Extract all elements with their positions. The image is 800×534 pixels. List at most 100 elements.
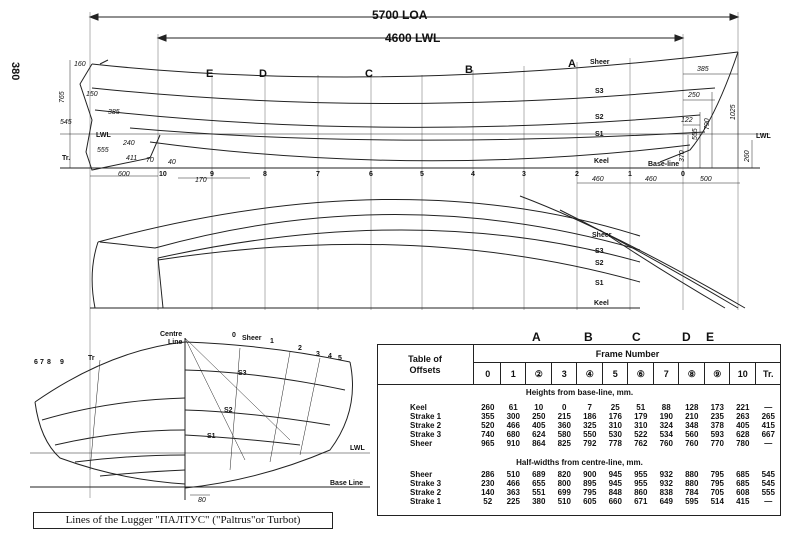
dim-80-label: 80 <box>198 497 206 504</box>
dim-385b-label: 385 <box>697 66 709 73</box>
halfwidths-title: Half-widths from centre-line, mm. <box>516 458 643 467</box>
body-2-label: 2 <box>298 345 302 352</box>
offset-cell: 534 <box>659 430 673 439</box>
offset-row-label: Keel <box>410 403 427 412</box>
frame-col-divider <box>652 363 654 385</box>
offset-cell: 235 <box>710 412 724 421</box>
body-s3-label: S3 <box>238 370 247 377</box>
station-4: 4 <box>471 171 475 178</box>
offset-cell: 325 <box>583 421 597 430</box>
body-section-fwd <box>184 361 353 489</box>
body-s3-left <box>41 397 186 421</box>
offset-cell: 530 <box>608 430 622 439</box>
offset-cell: 348 <box>685 421 699 430</box>
offset-cell: 0 <box>562 403 567 412</box>
station-3: 3 <box>522 171 526 178</box>
offset-cell: 955 <box>634 470 648 479</box>
offset-cell: 860 <box>634 488 648 497</box>
body-keel-left <box>99 469 186 477</box>
offset-cell: 910 <box>506 439 520 448</box>
s3-plan <box>99 214 641 251</box>
offset-cell: 190 <box>659 412 673 421</box>
station-7: 7 <box>316 171 320 178</box>
offset-cell: 795 <box>583 488 597 497</box>
offset-cell: 820 <box>557 470 571 479</box>
body-9-label: 9 <box>60 359 64 366</box>
frame-col-header: ④ <box>585 369 594 379</box>
s2-profile <box>94 109 701 128</box>
offset-row-label: Sheer <box>410 439 433 448</box>
offset-row-label: Strake 3 <box>410 479 442 488</box>
offset-cell: 61 <box>508 403 518 412</box>
body-4-label: 4 <box>328 353 332 360</box>
frame-col-divider <box>601 363 603 385</box>
offset-cell: 660 <box>608 497 622 506</box>
offset-cell: 778 <box>608 439 622 448</box>
station-letter-d: D <box>259 68 267 80</box>
tr-label: Tr. <box>62 155 70 162</box>
offset-cell: 671 <box>634 497 648 506</box>
offset-cell: 605 <box>583 497 597 506</box>
body-lwl-label: LWL <box>350 445 365 452</box>
offset-cell: 689 <box>532 470 546 479</box>
lwl-dim-label: 4600 LWL <box>385 31 440 45</box>
offset-row-label: Strake 1 <box>410 412 442 421</box>
offset-cell: 780 <box>736 439 750 448</box>
table-letter-a: A <box>532 330 541 344</box>
centre-line-label-1: Centre <box>160 331 182 338</box>
offset-cell: 514 <box>710 497 724 506</box>
page-number: 380 <box>9 62 21 80</box>
body-s2-right <box>184 409 331 426</box>
body-s2-left <box>54 429 186 446</box>
offset-cell: — <box>764 497 773 506</box>
offset-cell: 466 <box>506 421 520 430</box>
offset-cell: 760 <box>659 439 673 448</box>
offset-row-label: Strake 3 <box>410 430 442 439</box>
frame-col-header: ② <box>534 369 543 379</box>
table-letter-b: B <box>584 330 593 344</box>
station-1: 1 <box>628 171 632 178</box>
lwl-label-left: LWL <box>96 132 111 139</box>
s2-plan <box>157 229 641 263</box>
offset-cell: 360 <box>557 421 571 430</box>
offset-cell: 770 <box>710 439 724 448</box>
offset-cell: 215 <box>557 412 571 421</box>
station-letter-c: C <box>365 68 373 80</box>
offset-cell: 51 <box>636 403 646 412</box>
offset-cell: 415 <box>761 421 775 430</box>
stem-profile <box>659 51 739 163</box>
s1-profile <box>129 127 706 141</box>
s2-profile-label: S2 <box>595 114 604 121</box>
dim-122-label: 122 <box>681 117 693 124</box>
offset-cell: 965 <box>481 439 495 448</box>
frame-col-divider <box>678 363 679 385</box>
offset-cell: 555 <box>761 488 775 497</box>
frame-col-divider <box>754 363 756 385</box>
body-sheer-right <box>184 341 351 363</box>
offset-cell: 186 <box>583 412 597 421</box>
offset-cell: 784 <box>685 488 699 497</box>
offset-cell: 140 <box>481 488 495 497</box>
body-3-label: 3 <box>316 351 320 358</box>
station-9: 9 <box>210 171 214 178</box>
frame-col-header: 5 <box>612 369 618 379</box>
table-letter-c: C <box>632 330 641 344</box>
dim-385a-label: 385 <box>108 109 120 116</box>
frame-col-header: 10 <box>737 369 748 379</box>
offset-cell: 510 <box>506 470 520 479</box>
heights-title: Heights from base-line, mm. <box>525 388 634 397</box>
offset-cell: 522 <box>634 430 648 439</box>
transom-top <box>99 59 109 65</box>
offset-row-label: Strake 1 <box>410 497 442 506</box>
offset-cell: 685 <box>736 470 750 479</box>
station-letter-e: E <box>206 68 213 80</box>
offset-cell: 355 <box>481 412 495 421</box>
body-s2-label: S2 <box>224 407 233 414</box>
body-5-label: 5 <box>338 355 342 362</box>
offset-cell: 260 <box>481 403 495 412</box>
offset-cell: 510 <box>557 497 571 506</box>
offset-cell: 864 <box>532 439 546 448</box>
dim-40-label: 40 <box>168 159 176 166</box>
body-s1-right <box>184 434 301 446</box>
